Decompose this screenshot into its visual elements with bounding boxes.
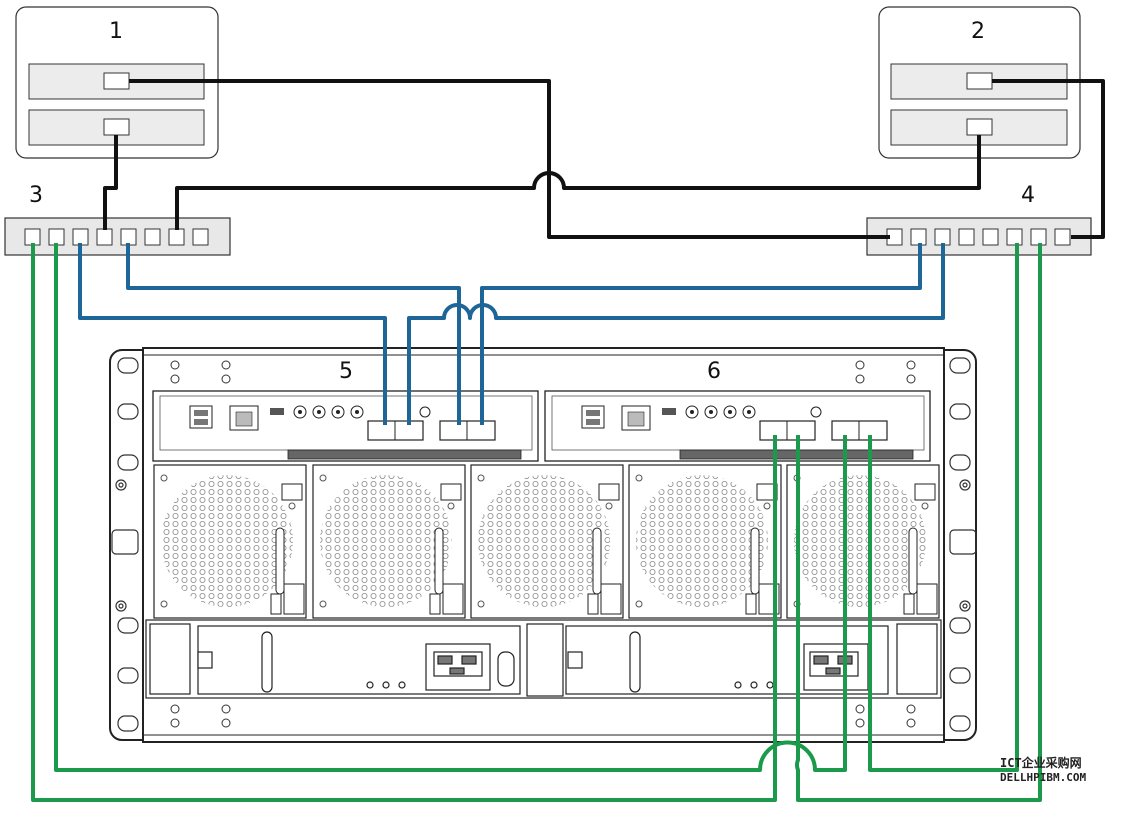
- controller-cables: [78, 243, 945, 425]
- switch3-port: [192, 228, 209, 246]
- storage-enclosure: 5 6: [109, 347, 977, 743]
- switch4-port: [982, 228, 999, 246]
- watermark-line1: ICT企业采购网: [1000, 755, 1082, 770]
- fan-module: [470, 464, 624, 619]
- callout-4: 4: [1021, 183, 1035, 208]
- switch4-port: [1006, 228, 1023, 246]
- right-rack-ear: [949, 357, 977, 732]
- host2-port-b: [966, 118, 993, 136]
- fan-module: [786, 464, 940, 619]
- switch-3: 3: [4, 183, 231, 256]
- callout-3: 3: [29, 183, 43, 208]
- expansion-cables: [31, 243, 1042, 802]
- switch-4: 4: [866, 183, 1092, 256]
- power-supply-row: [145, 619, 942, 699]
- callout-6: 6: [707, 359, 721, 384]
- host1-port-a: [103, 72, 130, 90]
- switch3-port: [24, 228, 41, 246]
- switch4-port: [934, 228, 951, 246]
- host-server-2: 2: [878, 6, 1081, 159]
- switch3-port: [144, 228, 161, 246]
- callout-1: 1: [109, 19, 123, 44]
- switch4-ports: [886, 228, 1071, 246]
- switch3-port: [168, 228, 185, 246]
- controller-6: 6: [544, 359, 931, 462]
- switch4-port: [958, 228, 975, 246]
- switch4-port: [1054, 228, 1071, 246]
- host-cables: [103, 79, 1105, 239]
- switch3-ports: [24, 228, 209, 246]
- host1-port-b: [103, 118, 130, 136]
- callout-2: 2: [971, 19, 985, 44]
- switch4-port: [1030, 228, 1047, 246]
- host2-port-a: [966, 72, 993, 90]
- switch3-port: [96, 228, 113, 246]
- watermark-line2: DELLHPIBM.COM: [1000, 771, 1086, 784]
- callout-5: 5: [339, 359, 353, 384]
- controller-5: 5: [152, 359, 539, 462]
- left-rack-ear: [111, 357, 139, 732]
- switch3-port: [48, 228, 65, 246]
- switch4-port: [910, 228, 927, 246]
- switch3-port: [72, 228, 89, 246]
- fan-module: [153, 464, 307, 619]
- fan-module: [628, 464, 782, 619]
- watermark: ICT企业采购网 DELLHPIBM.COM: [1000, 755, 1086, 784]
- fan-module: [312, 464, 466, 619]
- switch3-port: [120, 228, 137, 246]
- fan-modules: [153, 464, 940, 619]
